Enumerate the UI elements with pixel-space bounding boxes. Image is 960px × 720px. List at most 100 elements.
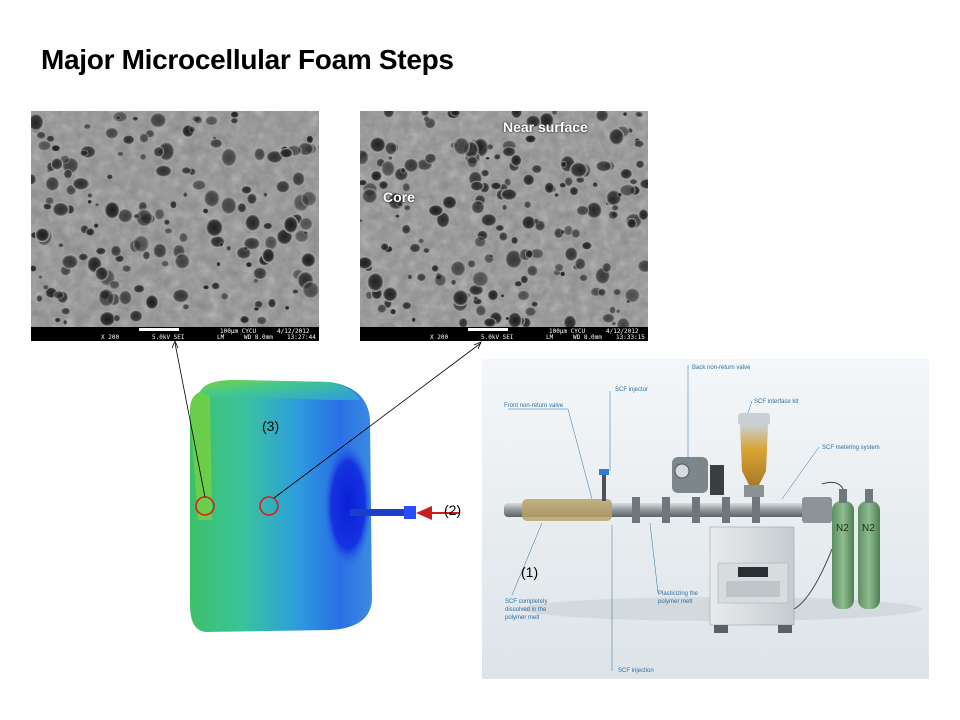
- sprue: [350, 509, 408, 516]
- foam-pore: [514, 280, 523, 287]
- foam-pore: [61, 254, 79, 270]
- foam-pore: [533, 218, 540, 225]
- foam-pore: [95, 247, 107, 256]
- foam-pore: [44, 196, 55, 205]
- foam-pore: [149, 112, 167, 129]
- foam-pore: [72, 177, 90, 191]
- foam-pore: [98, 311, 116, 327]
- foam-pore: [117, 151, 124, 157]
- sem-scale-text: 100μm CYCU: [220, 328, 257, 335]
- foam-pore: [121, 264, 132, 273]
- foam-pore: [411, 317, 416, 323]
- foam-pore: [475, 304, 487, 317]
- foam-pore: [230, 111, 240, 119]
- tank-label-1: N2: [836, 523, 849, 534]
- foam-pore: [104, 201, 121, 220]
- foam-pore: [42, 284, 49, 290]
- foam-pore: [507, 311, 523, 327]
- foam-pore: [388, 155, 393, 161]
- foam-pore: [480, 213, 498, 227]
- foam-pore: [117, 208, 134, 224]
- foam-pore: [480, 169, 490, 177]
- foam-pore: [525, 249, 534, 259]
- foam-pore: [427, 204, 444, 217]
- foam-pore: [611, 204, 619, 211]
- foam-pore: [407, 274, 413, 280]
- foam-pore: [87, 199, 92, 204]
- foam-pore: [106, 174, 114, 180]
- foam-pore: [163, 219, 171, 226]
- sample-marker-surface: [259, 496, 279, 516]
- foam-pore: [252, 266, 268, 280]
- foam-pore: [85, 227, 95, 237]
- foam-pore: [551, 111, 558, 116]
- foam-pore: [230, 117, 239, 124]
- foam-pore: [471, 270, 490, 288]
- foam-pore: [104, 127, 119, 140]
- foam-pore: [544, 181, 555, 194]
- foam-pore: [303, 231, 309, 235]
- foam-pore: [139, 153, 147, 161]
- foam-pore: [616, 316, 631, 327]
- foam-pore: [595, 111, 609, 123]
- foam-pore: [182, 303, 190, 310]
- sem-wd: WD 8.0mm: [573, 334, 602, 341]
- foam-pore: [181, 166, 192, 175]
- foam-pore: [205, 218, 224, 238]
- foam-pore: [284, 305, 290, 311]
- sem-wd: WD 8.0mm: [244, 334, 273, 341]
- hopper-lid: [738, 413, 770, 425]
- foam-pore: [526, 264, 539, 277]
- callout-plasticizing-2: polymer melt: [658, 599, 693, 605]
- foam-pore: [609, 305, 616, 315]
- foam-pore: [450, 279, 457, 286]
- sem-micrograph-left: 100μm CYCU 4/12/2012 X 200 5.0kV SEI LM …: [31, 111, 319, 341]
- foam-pore: [469, 180, 484, 192]
- melt-zone: [522, 499, 612, 521]
- foam-pore: [524, 306, 537, 317]
- foam-pore: [204, 115, 219, 126]
- foam-pore: [487, 289, 499, 301]
- foam-pore: [113, 314, 121, 322]
- foam-pore: [154, 164, 173, 178]
- foam-pore: [571, 228, 581, 239]
- foam-pore: [178, 232, 189, 243]
- foam-pore: [360, 179, 368, 186]
- foam-pore: [380, 160, 396, 178]
- foam-pore: [531, 301, 539, 308]
- sem-kv: 5.0kV SEI: [481, 334, 514, 341]
- foam-pore: [510, 111, 523, 119]
- foam-pore: [581, 241, 593, 250]
- foam-pore: [402, 182, 411, 193]
- foam-pore: [422, 247, 430, 254]
- scf-extruder-illustration: N2 N2 Back non-return valve SCF injector…: [482, 359, 929, 679]
- foam-pore: [575, 176, 585, 184]
- foam-pore: [161, 260, 170, 268]
- foam-pore: [396, 201, 403, 207]
- core-label: Core: [383, 189, 415, 205]
- foam-pore: [418, 238, 425, 244]
- foam-pore: [253, 147, 266, 162]
- foam-pore: [262, 222, 273, 230]
- connector-line-right: [273, 342, 482, 499]
- foam-pore: [164, 227, 173, 234]
- foam-pore: [520, 275, 529, 284]
- foam-pore: [239, 315, 250, 324]
- foam-pore: [516, 290, 531, 301]
- foam-pore: [466, 155, 478, 169]
- foam-pore: [115, 115, 121, 120]
- foam-pore: [424, 152, 437, 164]
- foam-pore: [441, 195, 458, 210]
- foam-pore: [244, 213, 261, 232]
- callout-back-valve: Back non-return valve: [692, 365, 751, 371]
- foam-pore: [267, 298, 277, 309]
- foam-pore: [554, 263, 564, 272]
- gate-region: [324, 443, 372, 567]
- foam-pore: [498, 231, 508, 242]
- foam-pore: [53, 290, 65, 300]
- foam-pore: [493, 153, 501, 160]
- extruder-drawing: N2 N2 Back non-return valve SCF injector…: [482, 359, 929, 679]
- callout-plasticizing-1: Plasticizing the: [658, 591, 699, 597]
- sem-micrograph-right: Near surface Core 100μm CYCU 4/12/2012 X…: [360, 111, 648, 341]
